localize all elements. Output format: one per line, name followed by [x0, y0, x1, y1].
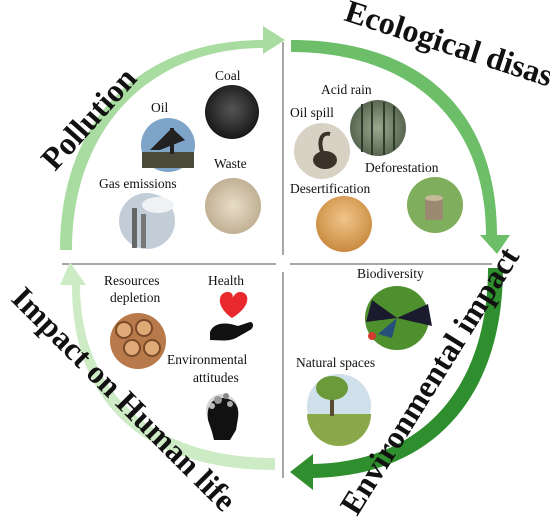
coal-image	[205, 85, 259, 139]
biodiversity-image	[365, 286, 432, 350]
deforestation-label: Deforestation	[365, 160, 439, 175]
deforestation-image	[407, 177, 463, 233]
oil-image	[141, 118, 195, 172]
waste-label: Waste	[214, 156, 247, 171]
environmental-items: Biodiversity Natural spaces	[296, 266, 432, 446]
natural-spaces-image	[307, 374, 371, 446]
waste-image	[205, 178, 261, 234]
oil-label: Oil	[151, 100, 169, 115]
ecological-items: Acid rain Oil spill Deforestation Desert…	[290, 82, 463, 252]
arrow-ecological-to-environmental	[291, 40, 510, 254]
quadrant-dividers	[62, 42, 492, 478]
resources-depletion-image	[110, 313, 166, 369]
health-label: Health	[208, 273, 244, 288]
desertification-image	[316, 196, 372, 252]
acid-rain-label: Acid rain	[321, 82, 372, 97]
depletion-label: depletion	[110, 290, 160, 305]
coal-label: Coal	[215, 68, 241, 83]
pollution-items: Coal Oil Waste Gas emissions	[99, 68, 261, 249]
natural-spaces-label: Natural spaces	[296, 355, 375, 370]
oil-spill-label: Oil spill	[290, 105, 334, 120]
attitudes-label: attitudes	[193, 370, 239, 385]
environmental-label: Environmental	[167, 352, 247, 367]
resources-label: Resources	[104, 273, 159, 288]
biodiversity-label: Biodiversity	[357, 266, 424, 281]
oil-spill-image	[294, 123, 350, 179]
impact-on-human-life-title: Impact on Human life	[5, 279, 244, 518]
desertification-label: Desertification	[290, 181, 370, 196]
health-icon	[210, 292, 253, 341]
environmental-attitudes-icon	[206, 393, 239, 440]
gas-emissions-image	[119, 193, 175, 249]
environmental-impact-title: Environmental impact	[332, 240, 526, 520]
human-items: Resources depletion Health Environmental…	[104, 273, 253, 440]
arrow-human-to-pollution	[60, 262, 275, 470]
acid-rain-image	[350, 100, 406, 156]
gas-emissions-label: Gas emissions	[99, 176, 177, 191]
arrow-environmental-to-human	[290, 268, 503, 490]
